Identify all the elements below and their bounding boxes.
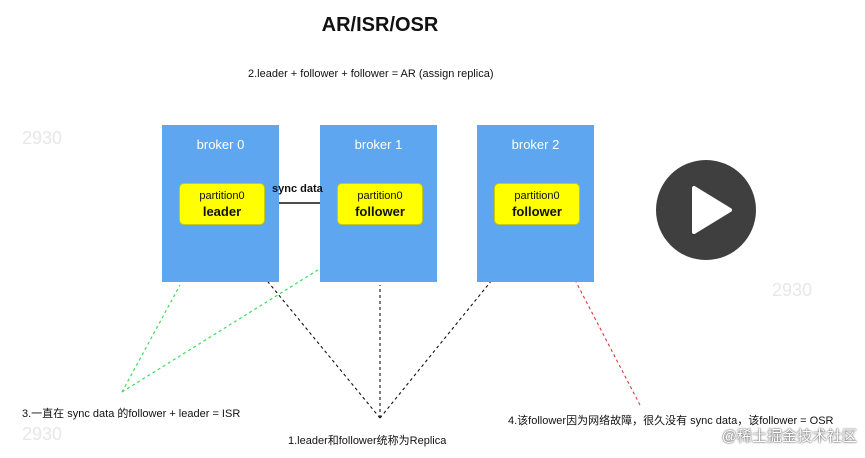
caption-isr: 3.一直在 sync data 的follower + leader = ISR xyxy=(22,408,241,420)
partition-follower: partition0 follower xyxy=(494,183,580,225)
partition-role: follower xyxy=(355,204,405,219)
broker-2-box: broker 2 partition0 follower xyxy=(477,125,594,282)
caption-replica: 1.leader和follower统称为Replica xyxy=(288,435,447,447)
partition-name: partition0 xyxy=(199,190,245,202)
sync-data-label: sync data xyxy=(272,183,323,195)
footer-watermark: @稀土掘金技术社区 xyxy=(721,428,857,445)
watermark: 2930 xyxy=(22,128,63,148)
watermark: 2930 xyxy=(772,280,813,300)
broker-label: broker 0 xyxy=(196,137,245,152)
partition-role: leader xyxy=(202,204,242,219)
partition-name: partition0 xyxy=(514,190,560,202)
broker-0-box: broker 0 partition0 leader xyxy=(162,125,279,282)
caption-osr: 4.该follower因为网络故障，很久没有 sync data，该follow… xyxy=(508,415,834,427)
watermark: 2930 xyxy=(22,424,63,444)
diagram-title: AR/ISR/OSR xyxy=(321,14,439,36)
play-button[interactable] xyxy=(656,160,756,260)
caption-ar: 2.leader + follower + follower = AR (ass… xyxy=(248,68,494,80)
partition-name: partition0 xyxy=(357,190,403,202)
partition-leader: partition0 leader xyxy=(179,183,265,225)
partition-role: follower xyxy=(512,204,562,219)
broker-label: broker 1 xyxy=(354,137,403,152)
partition-follower: partition0 follower xyxy=(337,183,423,225)
play-icon xyxy=(692,186,732,234)
broker-label: broker 2 xyxy=(511,137,560,152)
isr-line-leader xyxy=(121,284,181,393)
broker-1-box: broker 1 partition0 follower xyxy=(320,125,437,282)
